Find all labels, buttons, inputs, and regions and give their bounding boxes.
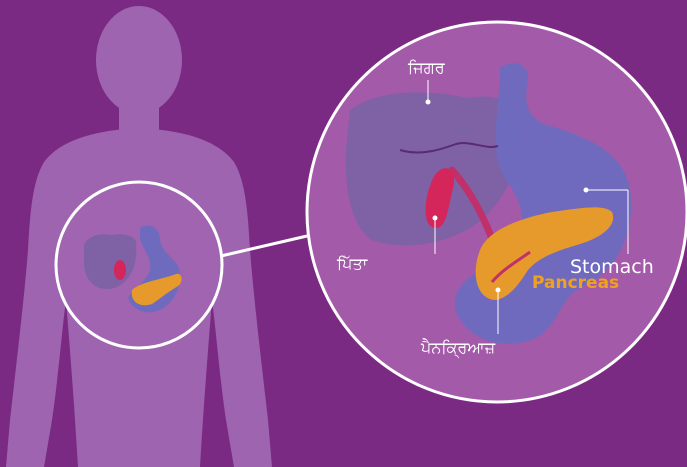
gallbladder-label: ਪਿੱਤਾ bbox=[337, 256, 367, 272]
pancreas-label-english: Pancreas bbox=[532, 275, 619, 292]
small-callout bbox=[56, 182, 222, 348]
liver-label: ਜਿਗਰ bbox=[408, 60, 445, 76]
small-gallbladder bbox=[114, 260, 126, 280]
pancreas-label-punjabi: ਪੈਨਕ੍ਰਿਆਜ਼ bbox=[421, 340, 495, 356]
big-callout bbox=[307, 22, 687, 402]
